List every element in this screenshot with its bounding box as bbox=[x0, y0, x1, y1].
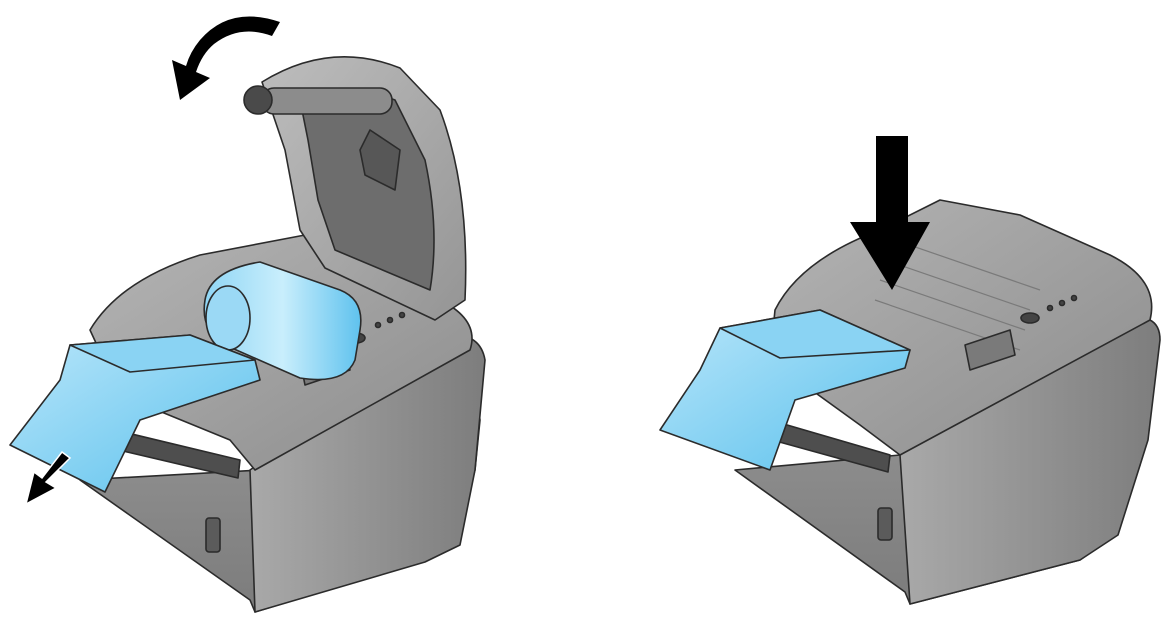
roller-gear bbox=[243, 85, 273, 115]
closed-top-cover bbox=[769, 199, 1153, 456]
paper-roll-end bbox=[205, 285, 251, 351]
down-arrow-icon bbox=[850, 136, 930, 290]
power-switch bbox=[205, 517, 221, 553]
small-pull-arrow-icon bbox=[24, 450, 72, 506]
control-panel-closed bbox=[1020, 294, 1078, 324]
paper-sheet-fold bbox=[69, 334, 256, 373]
side-grip-closed bbox=[964, 329, 1016, 371]
paper-sheet-fold-closed bbox=[719, 309, 911, 359]
printer-open-cover bbox=[9, 56, 486, 613]
curved-arrow-icon bbox=[172, 16, 280, 101]
lid-latch-mechanism bbox=[359, 129, 401, 191]
platen-roller bbox=[261, 87, 393, 115]
printer-closed-cover bbox=[659, 199, 1161, 605]
power-switch-closed bbox=[877, 507, 893, 541]
